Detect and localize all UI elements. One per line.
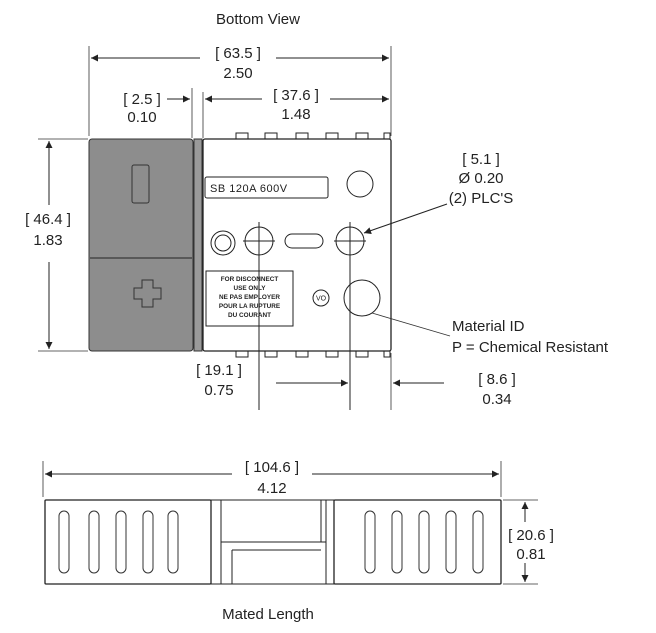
pin-hole-left [210, 230, 236, 256]
dim-mated-length: [ 104.6 ] 4.12 [42, 459, 502, 497]
dim-mated-length-mm: [ 104.6 ] [245, 459, 299, 476]
dim-hole-spacing: [ 19.1 ] 0.75 [196, 362, 348, 399]
dim-overall-width-in: 2.50 [223, 65, 252, 82]
vo-text: VO [316, 296, 327, 303]
hole-diameter: Ø 0.20 [458, 170, 503, 187]
dim-height-in: 1.83 [33, 232, 62, 249]
dim-offset-in: 0.10 [127, 109, 156, 126]
rating-text: SB 120A 600V [210, 183, 288, 195]
bottom-ribs [235, 351, 391, 358]
rating-label-box [204, 176, 329, 199]
dim-body-width-in: 1.48 [281, 106, 310, 123]
dim-offset: [ 2.5 ] 0.10 [123, 88, 193, 138]
warning-line-1: FOR DISCONNECT [221, 276, 279, 283]
material-title: Material ID [452, 318, 525, 335]
dim-mated-height-in: 0.81 [516, 546, 545, 563]
connector-mated-side-view [44, 499, 502, 585]
vo-mark [312, 289, 330, 307]
warning-label-box [205, 270, 294, 327]
connector-bottom-view: SB 120A 600V FOR DISCONNECT USE ONLY NE … [88, 132, 451, 410]
dim-body-width-mm: [ 37.6 ] [273, 87, 319, 104]
warning-line-3: NE PAS EMPLOYER [219, 294, 280, 301]
dim-height: [ 46.4 ] 1.83 [25, 138, 88, 352]
top-right-circle [346, 170, 374, 198]
top-ribs [235, 132, 391, 139]
dim-edge-offset-mm: [ 8.6 ] [478, 371, 516, 388]
dim-offset-mm: [ 2.5 ] [123, 91, 161, 108]
dim-mated-height: [ 20.6 ] 0.81 [503, 499, 554, 585]
positive-terminal-icon [133, 279, 162, 308]
center-slot [284, 233, 324, 249]
dim-edge-offset-in: 0.34 [482, 391, 511, 408]
hole-count: (2) PLC'S [449, 190, 514, 207]
mated-left-half [44, 499, 212, 585]
material-note: P = Chemical Resistant [452, 339, 609, 356]
mated-length-title: Mated Length [222, 606, 314, 623]
dim-body-width: [ 37.6 ] 1.48 [202, 87, 389, 138]
negative-terminal-icon [131, 164, 150, 204]
housing-left-gray [88, 138, 194, 352]
bottom-view-title: Bottom View [216, 11, 300, 28]
dim-mated-height-mm: [ 20.6 ] [508, 527, 554, 544]
mated-right-half [333, 499, 502, 585]
warning-line-4: POUR LA RUPTURE [219, 303, 281, 310]
warning-line-2: USE ONLY [233, 285, 266, 292]
hole-callout: [ 5.1 ] Ø 0.20 (2) PLC'S [363, 151, 514, 234]
warning-line-5: DU COURANT [228, 312, 271, 319]
dim-hole-spacing-mm: [ 19.1 ] [196, 362, 242, 379]
dim-hole-spacing-in: 0.75 [204, 382, 233, 399]
hole-mm: [ 5.1 ] [462, 151, 500, 168]
dim-mated-length-in: 4.12 [257, 480, 286, 497]
material-id-circle [343, 279, 381, 317]
dim-height-mm: [ 46.4 ] [25, 211, 71, 228]
dim-edge-offset: [ 8.6 ] 0.34 [390, 353, 516, 410]
dim-overall-width: [ 63.5 ] 2.50 [88, 45, 392, 136]
dim-overall-width-mm: [ 63.5 ] [215, 45, 261, 62]
